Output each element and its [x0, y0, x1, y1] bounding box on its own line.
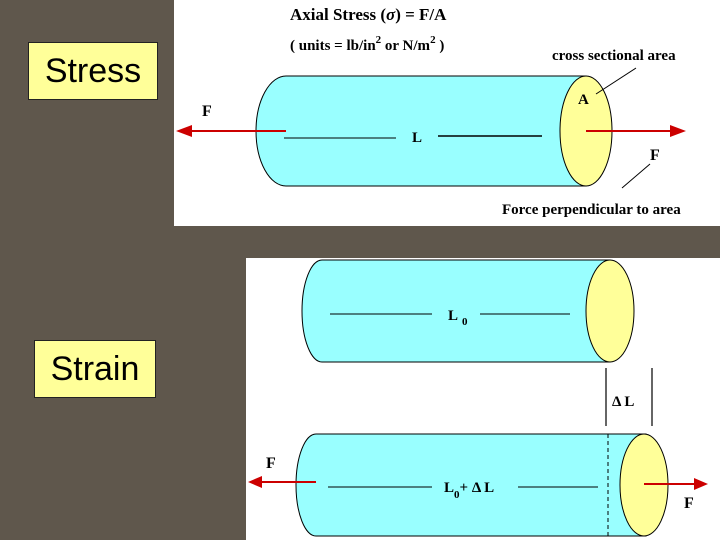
lsum-label: L0+ Δ L — [444, 480, 494, 501]
force-right-label: F — [650, 147, 660, 164]
stress-label: Stress — [28, 42, 158, 100]
strain-force-left-label: F — [266, 455, 276, 472]
area-label: A — [578, 92, 589, 108]
original-cylinder-end-cap — [585, 259, 635, 363]
perpendicular-note: Force perpendicular to area — [502, 202, 681, 218]
delta-l-label: Δ L — [612, 394, 634, 410]
units-text: ( units = lb/in2 or N/m2 ) — [290, 34, 444, 54]
force-arrowhead-left — [176, 125, 192, 137]
cross-sectional-area-label: cross sectional area — [552, 48, 676, 64]
force-pointer-line — [621, 163, 651, 189]
strain-force-right-label: F — [684, 495, 694, 512]
area-pointer-line — [595, 67, 637, 95]
stretched-cylinder-body — [295, 433, 647, 537]
strain-force-arrowhead-left — [248, 476, 262, 488]
strain-force-arrowhead-right — [694, 478, 708, 490]
axial-stress-formula: Axial Stress (σ) = F/A — [290, 5, 447, 24]
stress-diagram: Axial Stress (σ) = F/A ( units = lb/in2 … — [174, 0, 720, 226]
force-left-label: F — [202, 103, 212, 120]
stress-cylinder-body — [255, 75, 587, 187]
strain-label: Strain — [34, 340, 156, 398]
original-cylinder-body — [301, 259, 611, 363]
length-label: L — [412, 130, 422, 146]
force-arrowhead-right — [670, 125, 686, 137]
